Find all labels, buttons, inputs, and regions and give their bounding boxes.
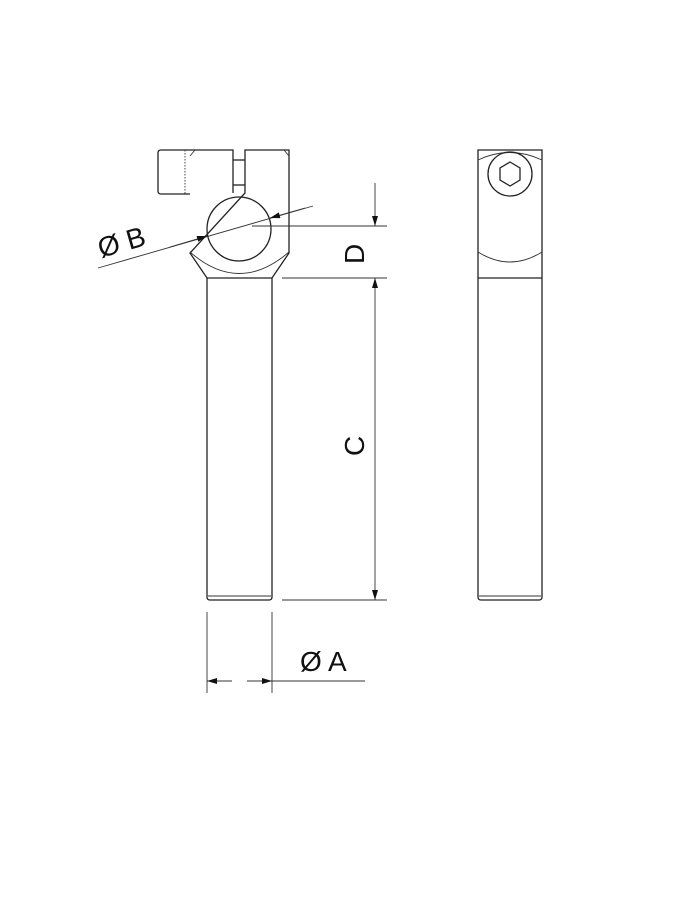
clamp-block: [189, 149, 290, 279]
clamp-screw-knob: [157, 149, 190, 195]
screw-head-circle: [487, 151, 533, 197]
dimension-c: C: [282, 278, 387, 601]
side-view: [477, 149, 543, 601]
dimension-d: D: [252, 183, 387, 279]
dim-a-label: Ø A: [300, 646, 347, 677]
hex-socket-icon: [499, 161, 521, 187]
dimension-a: Ø A: [206, 612, 365, 693]
dim-d-label: D: [339, 244, 370, 264]
dim-b-label: Ø B: [94, 221, 149, 264]
front-view: [157, 149, 290, 601]
bore-circle: [206, 196, 272, 262]
shaft: [206, 278, 273, 601]
dim-c-label: C: [339, 436, 370, 456]
